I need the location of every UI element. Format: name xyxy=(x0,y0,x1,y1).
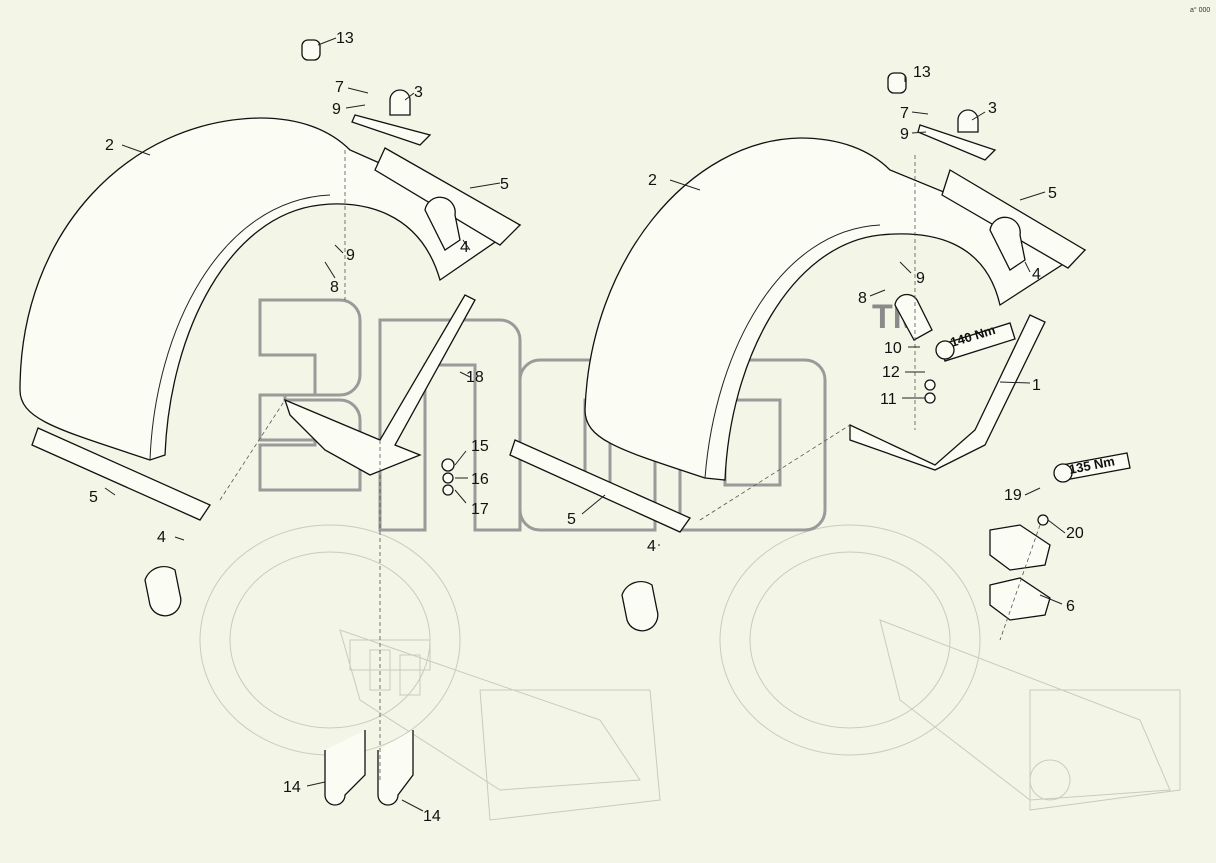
left-ubolt-a xyxy=(324,730,366,806)
callout-14-left: 14 xyxy=(283,779,301,796)
callout-9-lower-right: 9 xyxy=(916,270,925,287)
callout-5-lower-right: 5 xyxy=(567,511,576,528)
left-bracket-18 xyxy=(283,294,476,476)
right-bushing-13 xyxy=(887,72,907,94)
right-lamp-lower xyxy=(621,580,659,632)
right-washer-11 xyxy=(924,392,936,404)
left-lamp xyxy=(424,196,461,251)
callout-4-upper-left: 4 xyxy=(460,239,469,256)
callout-9-upper-right: 9 xyxy=(900,126,909,143)
callout-4-lower-right: 4 xyxy=(647,538,656,555)
callout-2-left: 2 xyxy=(105,137,114,154)
callout-19: 19 xyxy=(1004,487,1022,504)
right-plate-6b xyxy=(989,577,1051,621)
left-ubolt-b xyxy=(377,730,414,806)
callout-8-right: 8 xyxy=(858,290,867,307)
torque-tag-140: 140 Nm xyxy=(935,322,1016,362)
callout-2-right: 2 xyxy=(648,172,657,189)
callout-1: 1 xyxy=(1032,377,1041,394)
left-washer-17 xyxy=(442,484,454,496)
callout-5-upper-right: 5 xyxy=(1048,185,1057,202)
right-bottom-tube xyxy=(509,439,691,533)
ghost-axle-right xyxy=(719,524,1181,811)
callout-12: 12 xyxy=(882,364,900,381)
callout-3-right: 3 xyxy=(988,100,997,117)
callout-11: 11 xyxy=(880,391,897,408)
torque-tag-135: 135 Nm xyxy=(1053,452,1131,483)
callout-7-left: 7 xyxy=(335,79,344,96)
right-washer-20 xyxy=(1037,514,1049,526)
left-bottom-tube xyxy=(31,427,211,521)
callout-9-upper-left: 9 xyxy=(332,101,341,118)
leader-lines xyxy=(104,37,1066,812)
callout-16: 16 xyxy=(471,471,489,488)
right-plate-6a xyxy=(989,524,1051,571)
right-clamp-3 xyxy=(917,109,997,161)
callout-7-right: 7 xyxy=(900,105,909,122)
left-clamp-3 xyxy=(351,89,432,146)
right-fender xyxy=(584,137,1087,481)
callout-5-lower-left: 5 xyxy=(89,489,98,506)
left-fender xyxy=(19,117,522,461)
callout-18: 18 xyxy=(466,369,484,386)
right-top-tube xyxy=(941,169,1087,269)
callout-3-left: 3 xyxy=(414,84,423,101)
callout-4-lower-left: 4 xyxy=(157,529,166,546)
right-assembly xyxy=(509,72,1087,641)
right-lamp xyxy=(989,216,1026,271)
ghost-axle-left xyxy=(199,524,661,821)
right-bracket-1 xyxy=(849,314,1046,471)
callout-17: 17 xyxy=(471,501,489,518)
callout-13-left: 13 xyxy=(336,30,354,47)
callout-14-right: 14 xyxy=(423,808,441,825)
left-washer-16 xyxy=(442,472,454,484)
left-top-tube xyxy=(374,147,522,246)
callout-9-lower-left: 9 xyxy=(346,247,355,264)
callout-8-left: 8 xyxy=(330,279,339,296)
callout-5-upper-left: 5 xyxy=(500,176,509,193)
left-lamp-lower xyxy=(144,565,182,617)
callout-10: 10 xyxy=(884,340,902,357)
callout-20: 20 xyxy=(1066,525,1084,542)
left-assembly xyxy=(19,39,522,806)
right-grease-bottle xyxy=(894,293,933,341)
callout-15: 15 xyxy=(471,438,489,455)
left-bushing-13 xyxy=(301,39,321,61)
right-washer-12 xyxy=(924,379,936,391)
callout-6: 6 xyxy=(1066,598,1075,615)
callout-13-right: 13 xyxy=(913,64,931,81)
left-nut-15 xyxy=(441,458,455,472)
callout-4-upper-right: 4 xyxy=(1032,266,1041,283)
drawing-reference: a° 000 xyxy=(1190,6,1210,14)
